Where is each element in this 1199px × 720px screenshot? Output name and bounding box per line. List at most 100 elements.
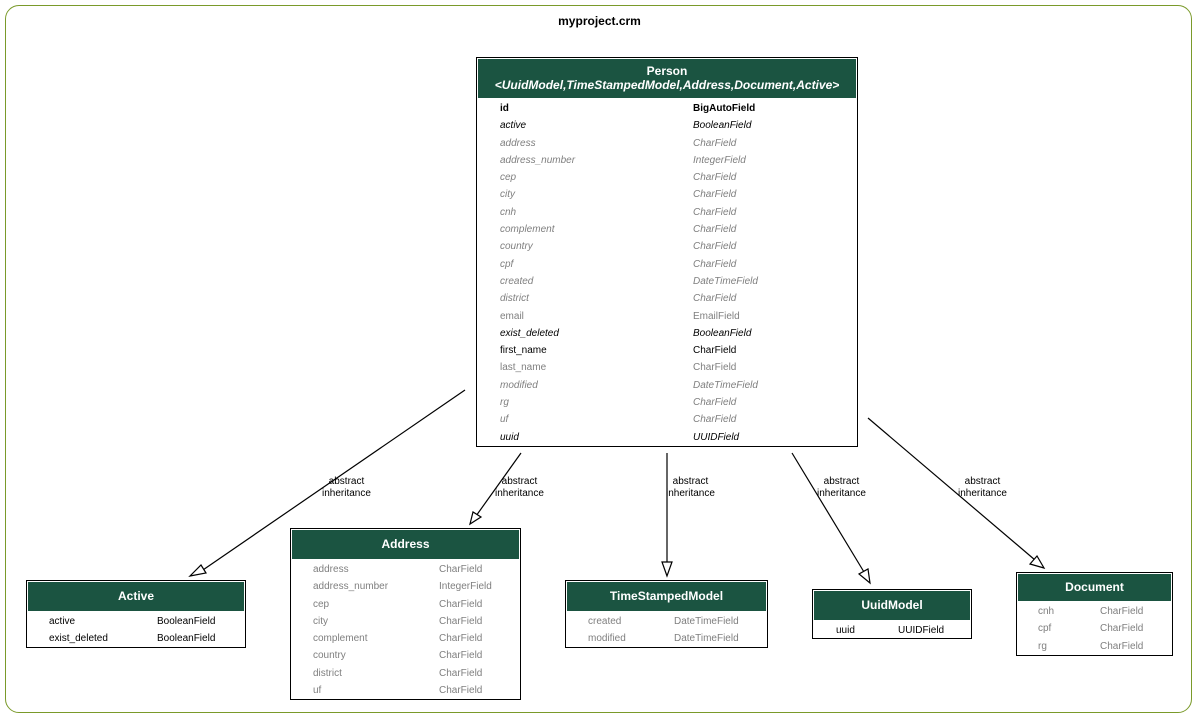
field-name: uuid — [836, 625, 855, 636]
field-name: cnh — [500, 206, 517, 218]
field-type: EmailField — [693, 310, 740, 322]
model-name: TimeStampedModel — [609, 589, 724, 603]
field-name: rg — [500, 397, 509, 409]
field-row: modified DateTimeField — [478, 377, 856, 394]
field-type: CharField — [693, 397, 737, 409]
field-type: BigAutoField — [693, 103, 756, 114]
document-model-header: Document — [1018, 574, 1171, 601]
edge-label-address: abstract inheritance — [495, 476, 544, 500]
field-type: CharField — [693, 172, 737, 184]
field-type: CharField — [693, 206, 737, 218]
edge-label-line1: abstract — [672, 476, 709, 487]
field-name: address_number — [500, 154, 576, 166]
edge-label-document: abstract inheritance — [958, 476, 1007, 500]
field-name: active — [500, 120, 527, 132]
field-name: complement — [500, 224, 555, 236]
field-name: uf — [313, 685, 322, 697]
person-model-box[interactable]: Person <UuidModel,TimeStampedModel,Addre… — [476, 57, 858, 447]
active-model-header: Active — [28, 582, 244, 611]
field-type: CharField — [439, 598, 483, 610]
field-type: DateTimeField — [674, 633, 739, 645]
field-name: cpf — [500, 258, 514, 270]
model-bases: <UuidModel,TimeStampedModel,Address,Docu… — [494, 78, 840, 92]
edge-label-line1: abstract — [501, 476, 538, 487]
field-type: CharField — [693, 224, 737, 236]
field-name: active — [49, 616, 76, 627]
person-model-header: Person <UuidModel,TimeStampedModel,Addre… — [478, 59, 856, 98]
field-row: country CharField — [478, 238, 856, 255]
arrowhead-document — [1028, 554, 1046, 569]
field-row: address_number IntegerField — [478, 152, 856, 169]
model-name: UuidModel — [861, 598, 923, 612]
model-name: Address — [381, 537, 430, 551]
field-name: first_name — [500, 345, 547, 357]
field-type: CharField — [693, 137, 737, 149]
edge-label-line1: abstract — [328, 476, 365, 487]
field-type: DateTimeField — [693, 379, 758, 391]
field-type: CharField — [693, 293, 737, 305]
field-name: modified — [588, 633, 626, 645]
package-frame — [5, 5, 1192, 713]
field-name: country — [500, 241, 533, 253]
field-type: IntegerField — [693, 154, 746, 166]
field-name: country — [313, 650, 346, 662]
edge-label-active: abstract inheritance — [322, 476, 371, 500]
field-type: IntegerField — [439, 581, 492, 593]
uuidmodel-model-header: UuidModel — [814, 591, 970, 620]
edge-person-uuidmodel — [791, 452, 865, 573]
edge-person-document — [867, 417, 1036, 561]
field-name: uuid — [500, 431, 519, 443]
field-name: exist_deleted — [49, 633, 108, 645]
field-row: active BooleanField — [28, 613, 244, 630]
timestamped-model-header: TimeStampedModel — [567, 582, 766, 611]
field-name: modified — [500, 379, 538, 391]
field-type: CharField — [439, 650, 483, 662]
edge-label-line2: inheritance — [322, 488, 371, 499]
field-row: uf CharField — [292, 682, 519, 699]
field-name: uf — [500, 414, 509, 426]
field-type: CharField — [439, 615, 483, 627]
field-type: DateTimeField — [693, 275, 758, 287]
field-name: city — [500, 189, 515, 201]
field-type: BooleanField — [157, 616, 216, 627]
field-row: email EmailField — [478, 308, 856, 325]
field-name: created — [500, 275, 534, 287]
field-row: country CharField — [292, 647, 519, 664]
field-row: exist_deleted BooleanField — [28, 630, 244, 647]
edge-label-line2: inheritance — [495, 488, 544, 499]
edge-label-line1: abstract — [823, 476, 860, 487]
field-type: CharField — [693, 258, 737, 270]
field-type: CharField — [693, 241, 737, 253]
field-name: district — [313, 667, 342, 679]
field-type: BooleanField — [157, 633, 216, 645]
field-row: rg CharField — [478, 394, 856, 411]
field-type: CharField — [1100, 606, 1144, 617]
field-type: CharField — [439, 685, 483, 697]
field-type: CharField — [693, 362, 737, 374]
field-name: email — [500, 310, 524, 322]
field-name: city — [313, 615, 328, 627]
